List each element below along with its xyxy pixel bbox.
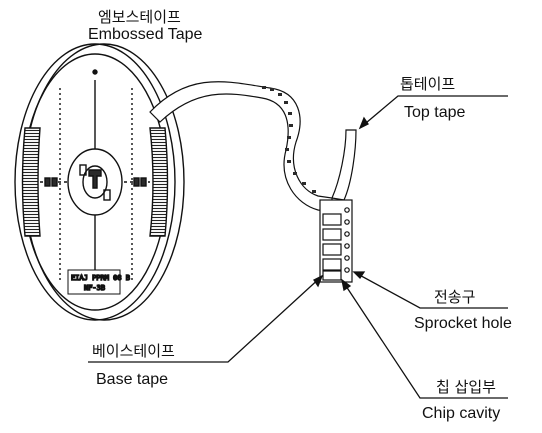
leader-sprocket-hole	[354, 272, 508, 308]
reel-window-left	[23, 128, 41, 236]
reel-label-line1: EIAJ PPRM 08 B	[71, 274, 130, 282]
chip-cavity-label-en: Chip cavity	[422, 406, 500, 422]
reel-window-right	[150, 128, 168, 236]
embossed-tape-label-ko: 엠보스테이프	[98, 10, 181, 25]
carrier-tape-vertical	[320, 200, 352, 282]
base-tape-label-en: Base tape	[96, 372, 168, 388]
base-tape-label-ko: 베이스테이프	[92, 344, 175, 359]
top-tape-label-ko: 톱테이프	[400, 77, 455, 92]
embossed-tape-strip	[150, 82, 332, 212]
sprocket-hole-label-ko: 전송구	[434, 290, 475, 305]
top-tape-peel	[332, 130, 356, 200]
chip-cavity-label-ko: 칩 삽입부	[436, 380, 496, 395]
reel: EIAJ PPRM 08 B NF-3B	[15, 44, 184, 320]
reel-label-line2: NF-3B	[84, 284, 105, 292]
embossed-tape-label-en: Embossed Tape	[88, 27, 202, 43]
sprocket-hole-label-en: Sprocket hole	[414, 316, 512, 332]
top-tape-label-en: Top tape	[404, 105, 465, 121]
